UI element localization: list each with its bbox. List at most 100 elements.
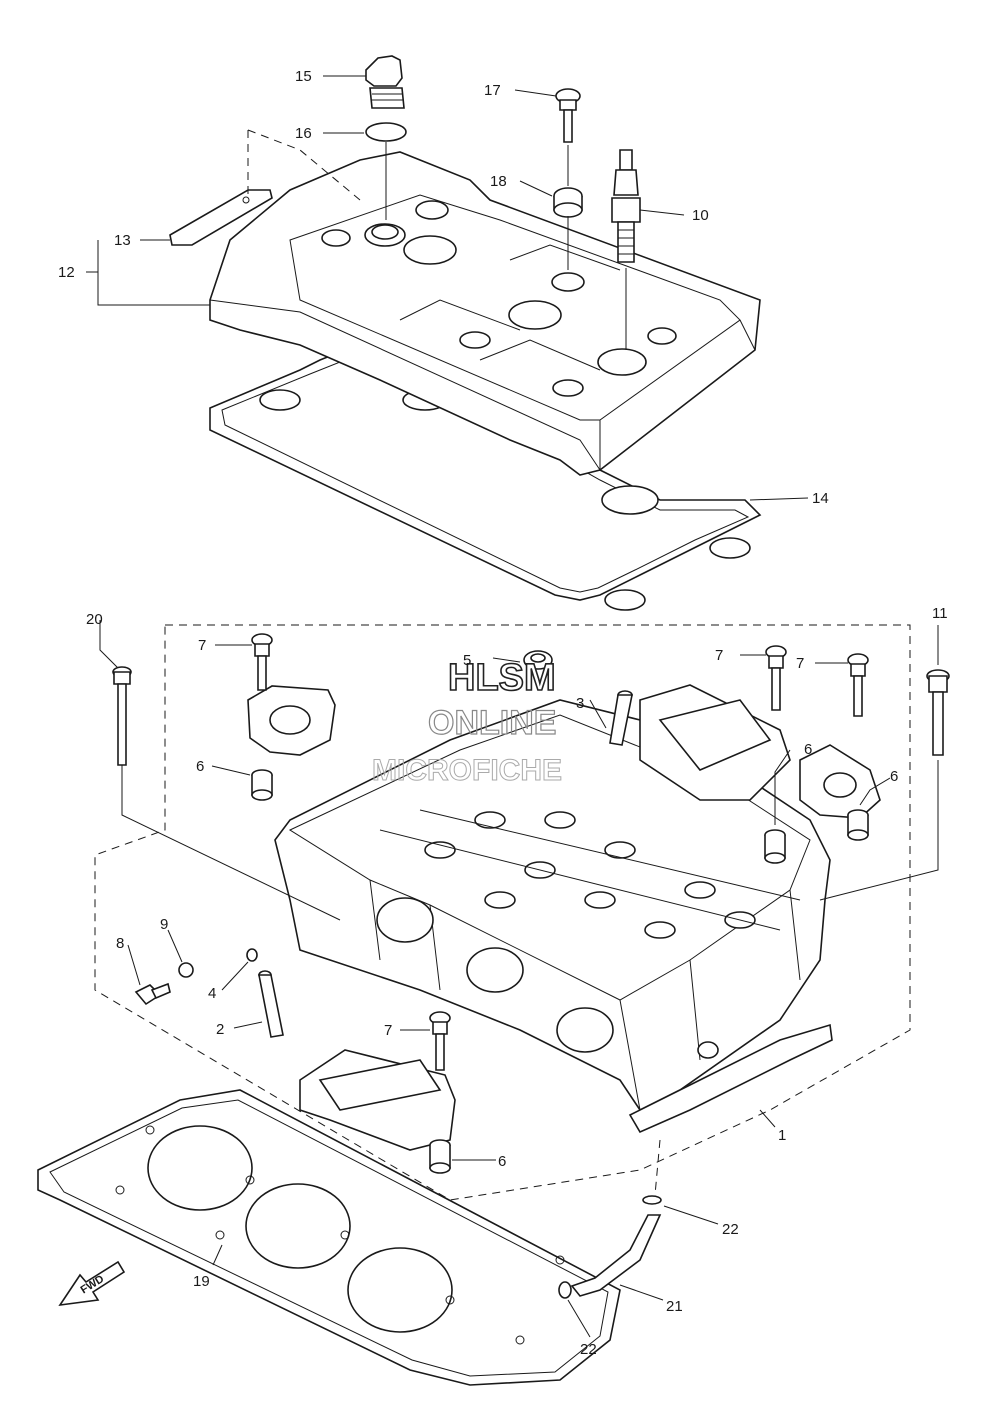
- bolt-boss-3: [459, 331, 491, 349]
- cylinder-head-group: [94, 624, 911, 1201]
- bucket-3: [584, 891, 616, 909]
- callout-22-lower: 22: [580, 1341, 597, 1358]
- watermark-line1: HLSM: [448, 657, 556, 699]
- cam-cap-bolt-4: [429, 1011, 451, 1071]
- washer-9: [178, 962, 194, 978]
- gasket-bump-1: [259, 389, 301, 411]
- plug-well-1: [403, 235, 457, 265]
- bucket-10: [484, 891, 516, 909]
- bolt-boss-2: [321, 229, 351, 247]
- port-1: [376, 897, 434, 943]
- cam-cap-left-top: [247, 685, 336, 801]
- watermark-line2: ONLINE: [428, 704, 556, 742]
- callout-8: 8: [116, 935, 124, 952]
- cam-cap-right-top-1: [639, 684, 791, 864]
- callout-12: 12: [58, 264, 75, 281]
- gasket-plug-ring: [601, 485, 659, 515]
- cover-bolt: [555, 88, 581, 143]
- callout-5: 5: [463, 652, 471, 669]
- head-front-face: [369, 879, 801, 1111]
- callout-15: 15: [295, 68, 312, 85]
- leader-lines: [86, 75, 939, 1338]
- port-3: [556, 1007, 614, 1053]
- bolt-boss-6: [647, 327, 677, 345]
- o-ring: [365, 122, 407, 142]
- head-bolt-20: [112, 666, 132, 766]
- callout-20: 20: [86, 611, 103, 628]
- valve-guide-2: [258, 970, 284, 1038]
- hose-clamp-lower: [558, 1281, 572, 1299]
- water-outlet: [628, 1023, 833, 1134]
- hose-clamp-upper: [642, 1195, 662, 1205]
- callout-6-left: 6: [196, 758, 204, 775]
- valve-cover-rib-1: [399, 299, 521, 331]
- callout-3: 3: [576, 695, 584, 712]
- valve-cover-rib-2: [479, 339, 601, 371]
- callout-17: 17: [484, 82, 501, 99]
- watermark-line3: MICROFICHE: [372, 754, 562, 787]
- group-outline: [94, 624, 911, 1201]
- callout-13: 13: [114, 232, 131, 249]
- hose-ref-line: [654, 1139, 661, 1196]
- callout-14: 14: [812, 490, 829, 507]
- callout-labels: 15 16 17 18 10 13 12 14 20 11 7 7 7 7 6 …: [58, 68, 948, 1358]
- bolt-boss-4: [551, 272, 585, 292]
- plug-bolt-8: [134, 982, 171, 1006]
- hose: [570, 1214, 662, 1297]
- cam-cap-bottom: [299, 1049, 456, 1174]
- watermark: HLSM ONLINE MICROFICHE: [372, 656, 563, 787]
- callout-7-top-left: 7: [198, 637, 206, 654]
- bucket-7: [684, 881, 716, 899]
- plug-well-3: [597, 348, 647, 376]
- gasket-bump-4: [604, 589, 646, 611]
- forward-arrow-icon: FWD: [58, 1260, 126, 1307]
- bolt-20-ref: [121, 765, 341, 921]
- clip-4: [246, 948, 258, 962]
- bolt-boss-5: [552, 379, 584, 397]
- bracket-ref-line: [247, 129, 361, 201]
- cam-cap-bolt-1: [251, 633, 273, 691]
- gasket-bump-3: [709, 537, 751, 559]
- bucket-6: [604, 841, 636, 859]
- callout-16: 16: [295, 125, 312, 142]
- valve-cover-rib-3: [509, 244, 621, 271]
- callout-7-bottom: 7: [384, 1022, 392, 1039]
- callout-6-right: 6: [890, 768, 898, 785]
- cam-journal-line-1: [379, 829, 781, 931]
- bucket-4: [644, 921, 676, 939]
- cam-cap-bolt-3: [847, 653, 869, 717]
- bolt-11-ref: [819, 760, 939, 901]
- cam-cap-bolt-2: [765, 645, 787, 711]
- callout-7-top-right: 7: [796, 655, 804, 672]
- callout-4: 4: [208, 985, 216, 1002]
- callout-22-upper: 22: [722, 1221, 739, 1238]
- bucket-9: [424, 841, 456, 859]
- bracket-hole: [242, 196, 250, 204]
- valve-guide-3: [609, 690, 633, 746]
- plug-well-2: [508, 300, 562, 330]
- cap-5: [523, 650, 553, 670]
- callout-9: 9: [160, 916, 168, 933]
- filler-hole-inner: [371, 224, 399, 240]
- callout-1: 1: [778, 1127, 786, 1144]
- callout-10: 10: [692, 207, 709, 224]
- valve-cover-side: [209, 299, 601, 471]
- callout-19: 19: [193, 1273, 210, 1290]
- callout-2: 2: [216, 1021, 224, 1038]
- valve-cover-front-edge: [599, 319, 756, 470]
- bolt-boss-1: [415, 200, 449, 220]
- callout-6-mid: 6: [804, 741, 812, 758]
- spark-plug: [611, 149, 641, 263]
- bucket-5: [544, 811, 576, 829]
- callout-7-top-mid: 7: [715, 647, 723, 664]
- valve-cover-group: [169, 55, 762, 611]
- grommet: [553, 187, 583, 218]
- outlet-fitting: [697, 1041, 719, 1059]
- port-2: [466, 947, 524, 993]
- cylinder-head-body: [274, 699, 831, 1112]
- callout-11: 11: [932, 605, 948, 622]
- callout-21: 21: [666, 1298, 683, 1315]
- head-bolt-11: [926, 669, 950, 756]
